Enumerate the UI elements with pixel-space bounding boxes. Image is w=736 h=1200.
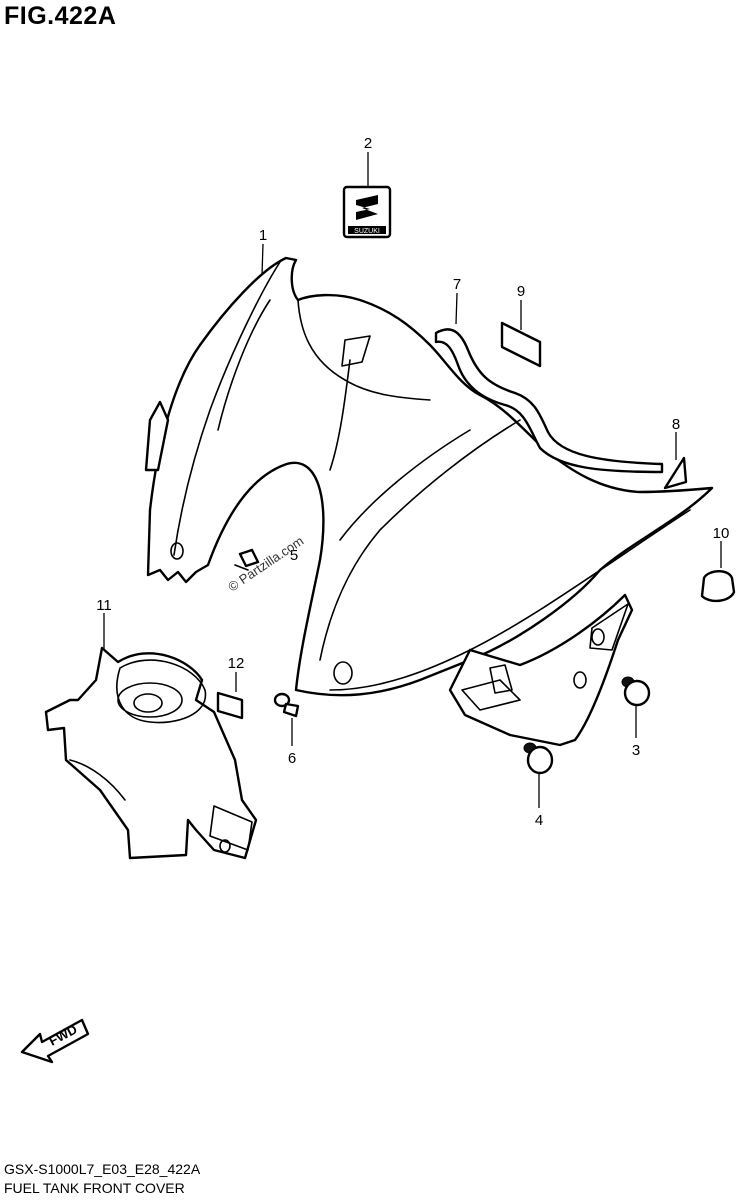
callout-labels: 1 2 3 4 5 6 7 9 8 10 11 12 — [96, 135, 729, 829]
part-9-label[interactable] — [500, 321, 542, 368]
figure-code: GSX-S1000L7_E03_E28_422A — [4, 1161, 201, 1177]
part-8-cushion[interactable] — [663, 456, 688, 490]
part-3-screw[interactable] — [621, 676, 651, 707]
callout-12: 12 — [228, 655, 245, 672]
callout-2: 2 — [364, 135, 372, 152]
part-12-label[interactable] — [216, 691, 244, 720]
callout-6: 6 — [288, 750, 296, 767]
part-4-screw[interactable] — [523, 742, 554, 775]
part-6-fastener[interactable] — [273, 692, 300, 718]
part-5-clip[interactable] — [234, 548, 260, 571]
part-11-inner-cover[interactable] — [44, 646, 258, 860]
figure-title: FIG.422A — [4, 2, 117, 30]
figure-caption: FUEL TANK FRONT COVER — [4, 1180, 185, 1196]
callout-5: 5 — [290, 547, 298, 564]
callout-3: 3 — [632, 742, 640, 759]
callout-10: 10 — [713, 525, 730, 542]
callout-8: 8 — [672, 416, 680, 433]
callout-4: 4 — [535, 812, 543, 829]
callout-7: 7 — [453, 276, 461, 293]
leader-lines — [103, 152, 722, 808]
callout-11: 11 — [96, 597, 112, 614]
fwd-arrow: FWD — [20, 1018, 90, 1064]
emblem-text: SUZUKI — [354, 228, 380, 235]
part-2-emblem[interactable]: SUZUKI — [342, 185, 392, 239]
part-1-front-cover[interactable] — [144, 256, 714, 747]
callout-1: 1 — [259, 227, 267, 244]
callout-8-label-9: 9 — [517, 283, 525, 300]
part-7-trim-strip[interactable] — [434, 328, 664, 474]
part-10-cap[interactable] — [700, 570, 736, 603]
